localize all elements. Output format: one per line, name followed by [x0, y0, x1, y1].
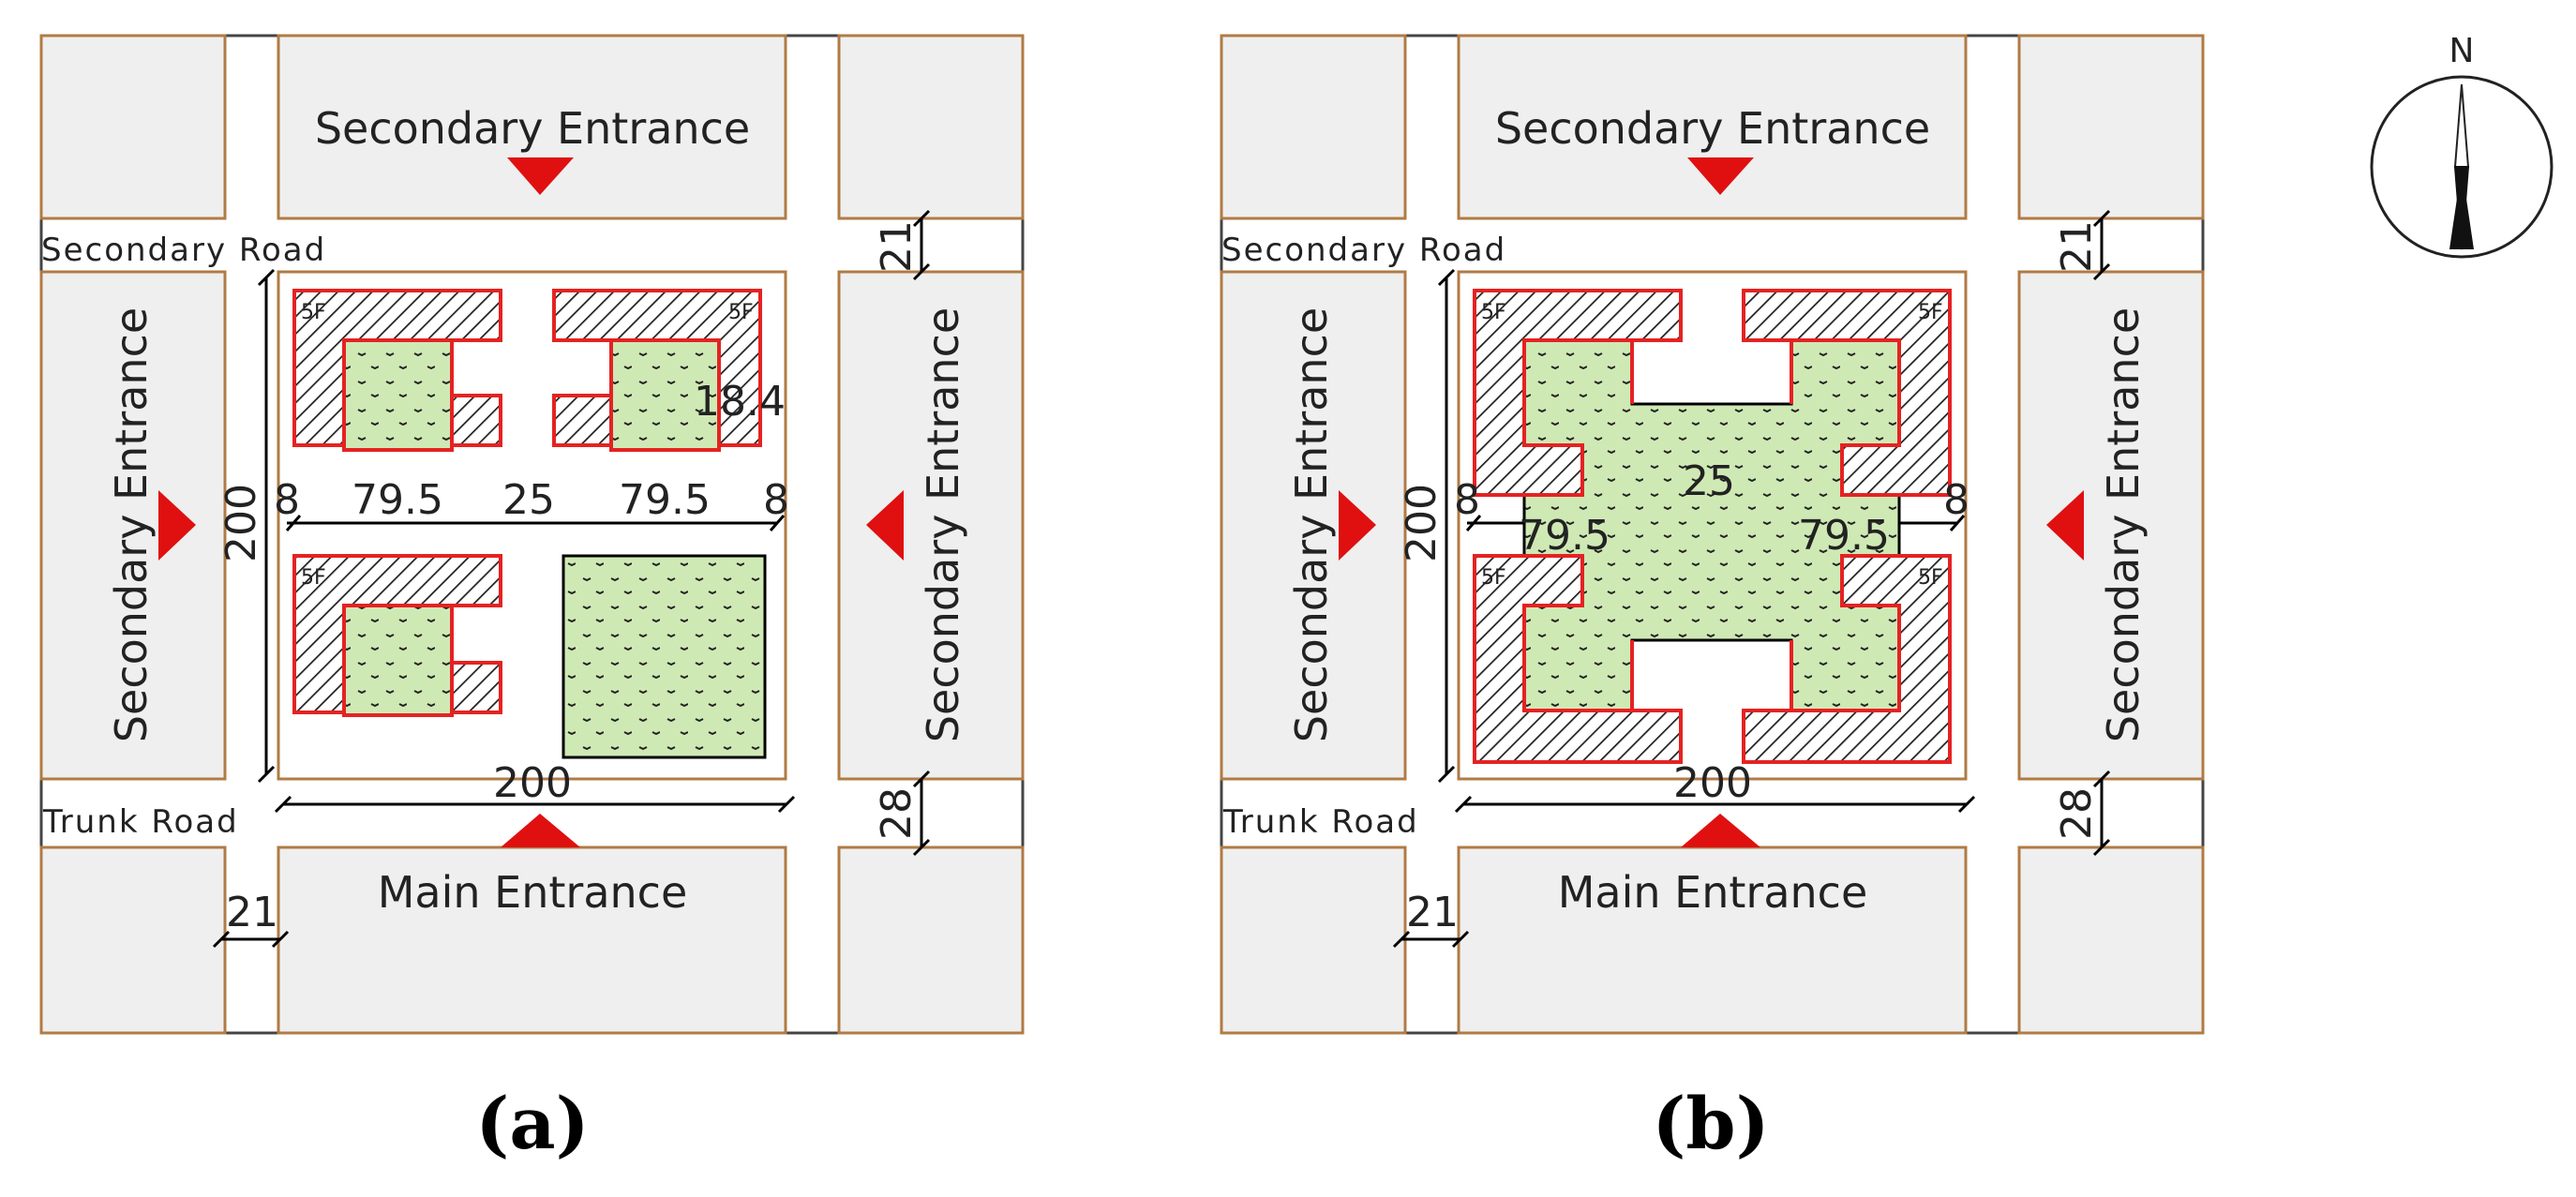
dim-height: 200: [217, 484, 265, 562]
panel-letter-b: (b): [1652, 1082, 1769, 1165]
entrance-marker-right: [2046, 490, 2084, 561]
floors-label: 5F: [1481, 566, 1506, 590]
road-label-top: Secondary Road: [41, 232, 326, 269]
entrance-marker-right: [866, 490, 904, 561]
entrance-label-right: Secondary Entrance: [918, 307, 968, 742]
dim-building-left: 79.5: [1519, 512, 1610, 560]
road-label-bottom: Trunk Road: [42, 803, 239, 841]
dim-height: 200: [1398, 484, 1445, 562]
road-label-top: Secondary Road: [1221, 232, 1506, 269]
dim-road-side: 21: [226, 889, 278, 936]
panel-b: Secondary Entrance Secondary Road Trunk …: [1220, 34, 2205, 1035]
dim-road-top: 21: [873, 220, 921, 273]
dim-width: 200: [493, 759, 572, 807]
dim-building-right: 79.5: [1798, 512, 1890, 560]
dim-gap-left: 8: [274, 476, 300, 524]
entrance-label-top: Secondary Entrance: [315, 103, 750, 154]
dim-gap-left: 8: [1454, 476, 1480, 524]
dim-road-bottom: 28: [2053, 787, 2101, 840]
entrance-marker-left: [158, 490, 196, 561]
entrance-marker-top: [507, 157, 574, 195]
dim-width: 200: [1673, 759, 1752, 807]
north-arrow: [2370, 75, 2554, 259]
entrance-marker-left: [1339, 490, 1376, 561]
panel-letter-a: (a): [475, 1082, 589, 1165]
entrance-marker-bottom: [501, 814, 580, 847]
panel-a-green-spaces: [342, 338, 767, 759]
dim-gap-right: 8: [1943, 476, 1969, 524]
entrance-label-bottom: Main Entrance: [1558, 867, 1868, 918]
dim-courtyard: 25: [1683, 457, 1735, 505]
entrance-label-bottom: Main Entrance: [378, 867, 688, 918]
floors-label: 5F: [728, 301, 754, 324]
floors-label: 5F: [1918, 301, 1943, 324]
entrance-label-left: Secondary Entrance: [106, 307, 157, 742]
floors-label: 5F: [1918, 566, 1943, 590]
dim-road-top: 21: [2053, 220, 2101, 273]
north-label: N: [2449, 32, 2475, 70]
floors-label: 5F: [301, 301, 326, 324]
dim-road-side: 21: [1406, 889, 1459, 936]
svg-text:(b): (b): [1652, 1082, 1769, 1165]
floors-label: 5F: [1481, 301, 1506, 324]
floors-label: 5F: [301, 566, 326, 590]
dim-notch: 18.4: [694, 378, 786, 426]
dim-courtyard: 25: [502, 476, 555, 524]
panel-a: Secondary Entrance Secondary Road Trunk …: [39, 34, 1025, 1035]
entrance-label-top: Secondary Entrance: [1495, 103, 1930, 154]
dim-building-right: 79.5: [619, 476, 711, 524]
entrance-label-left: Secondary Entrance: [1286, 307, 1337, 742]
dim-road-bottom: 28: [873, 787, 921, 840]
entrance-marker-bottom: [1681, 814, 1760, 847]
dim-building-left: 79.5: [352, 476, 443, 524]
road-label-bottom: Trunk Road: [1222, 803, 1419, 841]
entrance-label-right: Secondary Entrance: [2098, 307, 2149, 742]
svg-text:(a): (a): [475, 1082, 589, 1165]
dim-gap-right: 8: [763, 476, 789, 524]
panel-b-courtyard-outline: [1522, 338, 1901, 712]
entrance-marker-top: [1687, 157, 1754, 195]
